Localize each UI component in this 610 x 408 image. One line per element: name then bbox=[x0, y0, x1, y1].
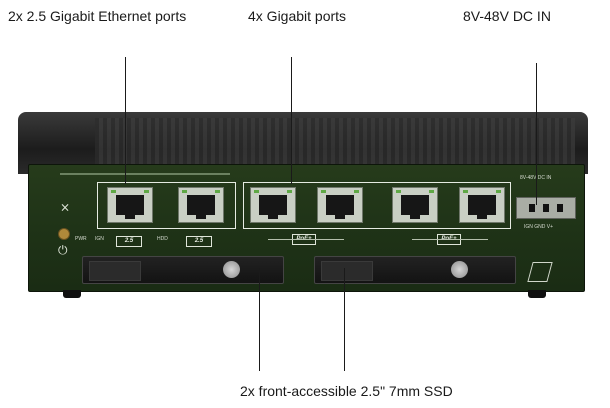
device-heatsink-fins bbox=[95, 118, 575, 166]
ethernet-25-port-group bbox=[97, 182, 236, 229]
led-label-ign: IGN bbox=[95, 236, 104, 242]
device-foot-left bbox=[63, 290, 81, 298]
gigabit-port-group bbox=[243, 182, 511, 229]
gigabit-port-3 bbox=[392, 187, 438, 223]
callout-dc-in: 8V-48V DC IN bbox=[463, 8, 551, 24]
speed-badge-25-a: 2.5 bbox=[116, 236, 142, 247]
ethernet-25-port-1 bbox=[107, 187, 153, 223]
dc-pin-labels: IGN GND V+ bbox=[524, 224, 554, 230]
gigabit-port-4 bbox=[459, 187, 505, 223]
callout-ethernet-25: 2x 2.5 Gigabit Ethernet ports bbox=[8, 8, 187, 24]
dc-panel-label: 8V-48V DC IN bbox=[520, 175, 552, 181]
callout-ssd: 2x front-accessible 2.5" 7mm SSD bbox=[240, 383, 453, 399]
panel-accent-line bbox=[60, 173, 230, 175]
led-label-hdd: HDD bbox=[157, 236, 168, 242]
leader-gigabit bbox=[291, 57, 292, 184]
leader-dc-in-vertical bbox=[536, 63, 537, 205]
tools-icon: ⨯ bbox=[60, 200, 71, 214]
poe-bracket-1 bbox=[268, 239, 344, 240]
leader-ethernet-25 bbox=[125, 57, 126, 184]
reset-button bbox=[58, 228, 70, 240]
led-label-pwr: PWR bbox=[75, 236, 87, 242]
callout-gigabit: 4x Gigabit ports bbox=[248, 8, 347, 24]
power-icon: ⏻ bbox=[58, 243, 68, 257]
gigabit-port-2 bbox=[317, 187, 363, 223]
speed-badge-25-b: 2.5 bbox=[186, 236, 212, 247]
leader-ssd-1 bbox=[259, 268, 260, 371]
ssd-bay-2 bbox=[314, 256, 516, 284]
gigabit-port-1 bbox=[250, 187, 296, 223]
leader-ssd-2 bbox=[344, 268, 345, 371]
ssd-bay-1 bbox=[82, 256, 284, 284]
dc-input-connector bbox=[516, 197, 576, 219]
poe-bracket-2 bbox=[412, 239, 488, 240]
ethernet-25-port-2 bbox=[178, 187, 224, 223]
device-foot-right bbox=[528, 290, 546, 298]
